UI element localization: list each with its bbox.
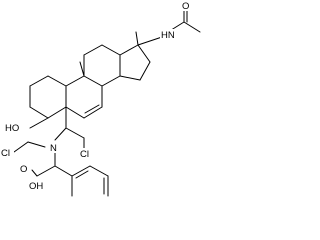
bond — [101, 75, 121, 87]
bond — [137, 44, 151, 63]
amine-n-label: N — [50, 143, 57, 154]
acetamide-o-label: O — [182, 1, 189, 12]
bond — [135, 31, 139, 46]
bond — [31, 169, 38, 177]
hydroxyl-label: HO — [5, 123, 19, 134]
double-bond-inner — [75, 170, 89, 179]
bond — [29, 117, 49, 129]
bond — [47, 75, 67, 87]
bond — [65, 75, 85, 87]
acetamide-nh-label: HN — [161, 30, 175, 41]
bond — [119, 75, 141, 81]
atom-label-layer: HN O HO Cl Cl N O OH — [0, 1, 190, 192]
bond — [183, 21, 201, 33]
bond-layer — [13, 9, 201, 197]
bond — [83, 106, 103, 119]
bond — [79, 61, 85, 77]
bond — [36, 165, 56, 177]
chemical-structure-diagram: HN O HO Cl Cl N O OH — [0, 1, 201, 197]
bond — [89, 165, 109, 177]
bond — [137, 36, 163, 46]
bond — [101, 44, 121, 56]
bond — [47, 106, 67, 119]
bond — [13, 141, 29, 153]
carbonyl-o-label: O — [20, 164, 27, 175]
bond — [54, 165, 73, 177]
chloro-right-label: Cl — [80, 149, 89, 160]
double-bond-inner — [84, 104, 100, 114]
bond — [65, 127, 85, 139]
bond — [27, 141, 46, 148]
bond — [65, 106, 85, 119]
bond — [83, 44, 103, 56]
bond — [139, 61, 151, 81]
bond — [119, 44, 139, 56]
bond — [83, 75, 103, 87]
bond — [54, 127, 67, 141]
bond — [29, 106, 49, 119]
bond — [71, 165, 91, 177]
bond — [29, 75, 49, 87]
chloro-left-label: Cl — [1, 148, 10, 159]
acid-oh-label: OH — [29, 181, 43, 192]
